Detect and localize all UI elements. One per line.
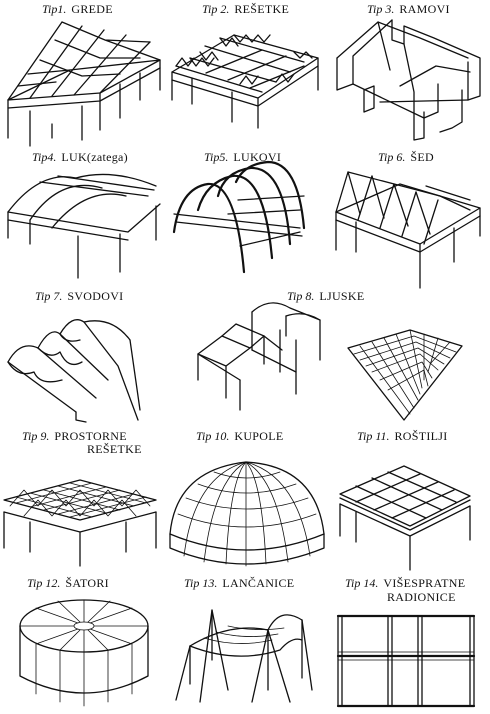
caption-tip5: Tip5.LUKOVI xyxy=(204,150,282,164)
caption-tip7: Tip 7.SVODOVI xyxy=(35,289,124,303)
caption-tip2: Tip 2.REŠETKE xyxy=(202,2,290,16)
caption-tip14: Tip 14.VIŠESPRATNE xyxy=(345,576,466,590)
caption-tip4: Tip4.LUK(zatega) xyxy=(32,150,128,164)
caption-tip1: Tip1.GREDE xyxy=(42,2,113,16)
caption-tip14-line2: RADIONICE xyxy=(387,590,456,604)
caption-tip8: Tip 8.LJUSKE xyxy=(287,289,365,303)
caption-tip11: Tip 11.ROŠTILJI xyxy=(357,429,448,443)
caption-tip3: Tip 3.RAMOVI xyxy=(367,2,450,16)
caption-tip6: Tip 6.ŠED xyxy=(378,150,434,164)
caption-tip13: Tip 13.LANČANICE xyxy=(184,576,295,590)
caption-tip12: Tip 12.ŠATORI xyxy=(27,576,109,590)
caption-tip9: Tip 9.PROSTORNE xyxy=(22,429,127,443)
caption-tip9-line2: REŠETKE xyxy=(87,442,142,456)
caption-tip10: Tip 10.KUPOLE xyxy=(196,429,284,443)
